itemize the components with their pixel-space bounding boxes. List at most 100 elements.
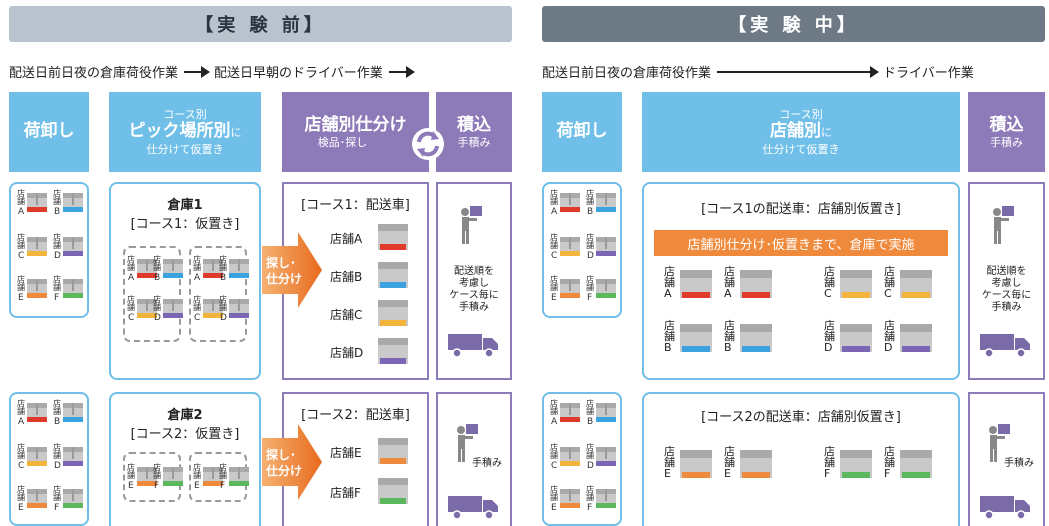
store-color-bar: [560, 503, 580, 508]
course-title: [コース2の配送車：店舗別仮置き]: [701, 410, 901, 425]
load-note: 配送順を 考慮し ケース毎に 手積み: [981, 266, 1032, 313]
store-box-icon: 店 舗 E: [724, 446, 778, 490]
store-letter: D: [154, 313, 161, 323]
cycle-icon: [412, 128, 444, 160]
header-label: 店舗別: [770, 121, 821, 142]
store-kanji: 店 舗 A: [724, 265, 735, 300]
store-color-bar: [203, 313, 223, 318]
flow-step-1: 配送日前日夜の倉庫荷役作業: [542, 66, 712, 81]
warehouse-title: 倉庫2: [167, 408, 203, 423]
store-color-bar: [27, 207, 47, 212]
store-letter: B: [220, 273, 227, 283]
cardboard-box-icon: [229, 467, 249, 485]
worker-carrying-box-icon: [993, 206, 1014, 244]
warehouse-course: [コース2：仮置き]: [130, 427, 240, 442]
store-color-bar: [682, 346, 710, 352]
store-kanji: 店 舗: [586, 443, 594, 460]
worker-carrying-box-icon: [989, 424, 1010, 462]
flow-step-1: 配送日前日夜の倉庫荷役作業: [9, 66, 179, 81]
cardboard-box-icon: [63, 193, 83, 211]
warehouse-note-band: 店舗別仕分け･仮置きまで、倉庫で実施: [654, 230, 948, 256]
store-box-icon: 店 舗 D: [884, 320, 938, 364]
search-sort-arrow: 探し･ 仕分け: [262, 424, 322, 500]
cardboard-box-icon: [596, 237, 616, 255]
arrow-right-icon: [388, 65, 415, 78]
load-box: 配送順を 考慮し ケース毎に 手積み: [968, 182, 1045, 380]
store-color-bar: [63, 461, 83, 466]
store-kanji: 店 舗: [53, 485, 61, 502]
header-label: 積込: [457, 114, 491, 135]
worker-carrying-box-icon: [461, 206, 482, 244]
store-box-icon: 店 舗 C: [884, 266, 938, 310]
store-letter: D: [587, 251, 594, 261]
store-kanji: 店 舗 B: [724, 319, 735, 354]
store-color-bar: [27, 461, 47, 466]
store-kanji: 店 舗 D: [824, 319, 835, 354]
store-label: 店舗B: [330, 270, 363, 284]
store-color-bar: [163, 273, 183, 278]
box-lid: [740, 270, 772, 278]
store-letter: A: [128, 273, 135, 283]
store-letter: E: [18, 293, 24, 303]
store-color-bar: [203, 481, 223, 486]
arrow-right-icon: [262, 232, 322, 308]
cardboard-box-icon: [229, 259, 249, 277]
header-load: 積込 手積み: [968, 92, 1045, 172]
store-letter: D: [220, 313, 227, 323]
cardboard-box-icon: [378, 336, 410, 368]
store-color-bar: [137, 313, 157, 318]
cardboard-box-icon: [27, 403, 47, 421]
header-store-place: コース別 店舗別に 仕分けて仮置き: [642, 92, 960, 172]
header-unload: 荷卸し: [542, 92, 622, 172]
store-label: 店舗F: [330, 486, 361, 500]
cardboard-box-icon: [596, 489, 616, 507]
header-label: ピック場所別: [128, 121, 231, 142]
store-letter: B: [54, 207, 61, 217]
store-letter: F: [54, 293, 60, 303]
store-letter: A: [18, 207, 25, 217]
box-lid: [680, 270, 712, 278]
store-kanji: 店 舗: [17, 189, 25, 206]
store-kanji: 店 舗: [53, 189, 61, 206]
delivery-truck-icon: [448, 334, 498, 358]
store-letter: C: [18, 251, 25, 261]
store-kanji: 店 舗: [550, 275, 558, 292]
sort-label: 探し･ 仕分け: [266, 448, 303, 478]
header-store-sort: 店舗別仕分け 検品･探し: [282, 92, 429, 172]
store-kanji: 店 舗 A: [664, 265, 675, 300]
cardboard-box-icon: [560, 403, 580, 421]
store-kanji: 店 舗: [153, 255, 161, 272]
store-kanji: 店 舗: [17, 443, 25, 460]
store-box-icon: 店 舗 F: [824, 446, 878, 490]
store-color-bar: [560, 251, 580, 256]
box-lid: [900, 270, 932, 278]
store-kanji: 店 舗: [17, 485, 25, 502]
store-letter: E: [551, 293, 557, 303]
store-letter: A: [551, 417, 558, 427]
store-kanji: 店 舗 B: [664, 319, 675, 354]
store-color-bar: [682, 292, 710, 298]
cardboard-box-icon: [203, 467, 223, 485]
load-box: 手積み: [436, 392, 512, 526]
cardboard-box-icon: [596, 279, 616, 297]
store-letter: D: [54, 461, 61, 471]
store-letter: C: [551, 251, 558, 261]
store-kanji: 店 舗: [153, 463, 161, 480]
